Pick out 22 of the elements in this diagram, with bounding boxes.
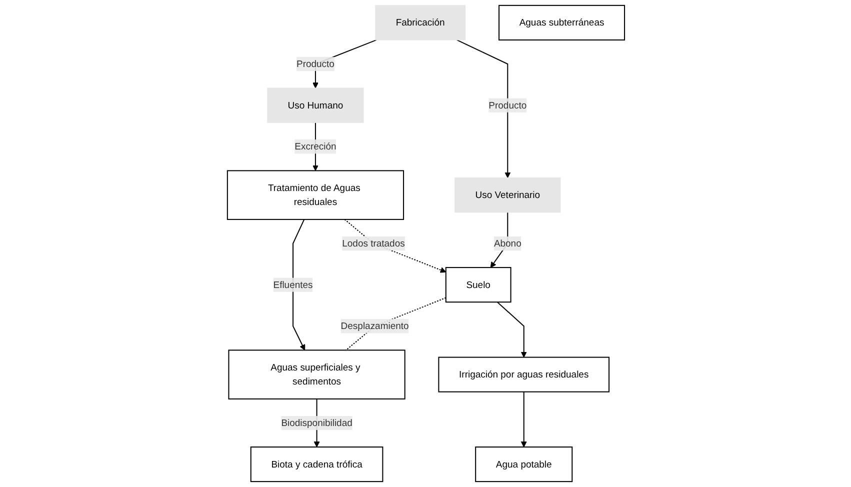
arrow: [292, 219, 305, 350]
node-box: Irrigación por aguas residuales: [438, 356, 610, 392]
node-box: Agua potable: [474, 446, 572, 482]
node-box: Fabricación: [374, 5, 465, 40]
arrow: [456, 40, 510, 178]
arrow: [520, 392, 526, 448]
edge-label: Producto: [488, 100, 526, 110]
node-box: Biota y cadena trófica: [250, 446, 383, 482]
node-box: Tratamiento de Aguas residuales: [226, 170, 404, 220]
edge-label: Producto: [296, 58, 334, 70]
edge-label: Excreción: [294, 140, 336, 152]
edge-label: Desplazamiento: [340, 320, 408, 332]
node-box: Uso Veterinario: [454, 177, 560, 213]
edge-label: Abono: [493, 238, 521, 249]
node-box: Suelo: [444, 267, 511, 303]
edge-label: Lodos tratados: [342, 238, 404, 249]
arrow: [496, 302, 526, 358]
node-box: Uso Humano: [266, 88, 364, 123]
edge-label: Efluentes: [272, 279, 312, 290]
node-box: Aguas subterráneas: [498, 4, 625, 40]
node-box: Aguas superficiales y sedimentos: [228, 350, 405, 400]
edge-label: Biodisponibilidad: [280, 417, 352, 428]
